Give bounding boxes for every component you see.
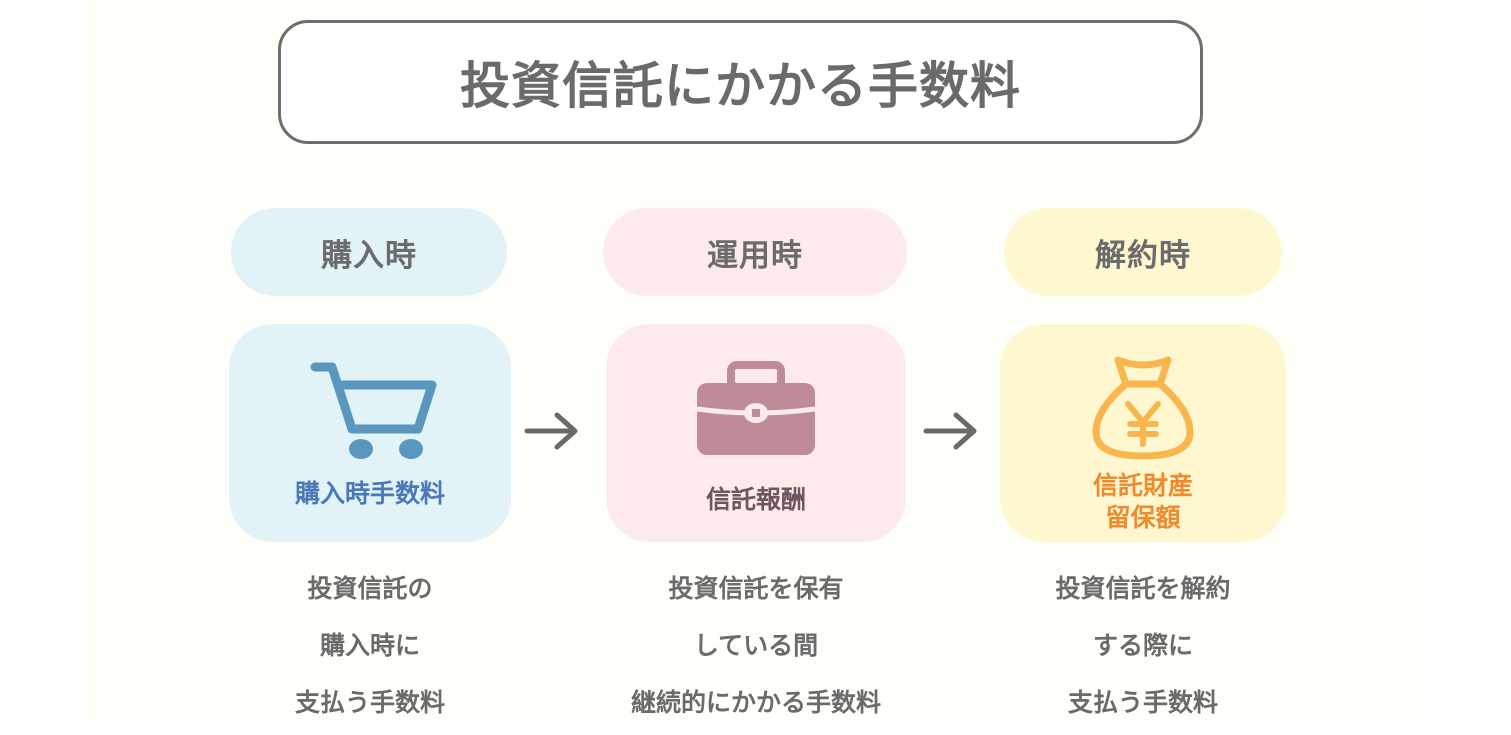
description-line: している間 <box>693 631 819 660</box>
description-line: 継続的にかかる手数料 <box>630 688 881 717</box>
description-line: 支払う手数料 <box>1067 688 1218 717</box>
description-line: 投資信託を解約 <box>1055 574 1231 603</box>
description-line: 投資信託を保有 <box>668 574 844 603</box>
shopping-cart-icon <box>300 354 440 464</box>
description-operation: 投資信託を保有 している間 継続的にかかる手数料 <box>586 560 926 731</box>
stage-label-operation: 運用時 <box>603 208 907 296</box>
description-purchase: 投資信託の 購入時に 支払う手数料 <box>229 560 511 731</box>
description-line: 購入時に <box>319 631 420 660</box>
fee-card-redemption: 信託財産 留保額 <box>1000 324 1286 542</box>
page-title: 投資信託にかかる手数料 <box>460 57 1021 115</box>
stage-label-purchase: 購入時 <box>231 208 507 296</box>
fee-name-operation: 信託報酬 <box>705 485 806 514</box>
fee-name-purchase: 購入時手数料 <box>294 479 445 508</box>
fee-card-purchase: 購入時手数料 <box>229 324 511 542</box>
fee-card-operation: 信託報酬 <box>606 324 906 542</box>
description-line: 投資信託の <box>307 574 433 603</box>
description-line: 支払う手数料 <box>294 688 445 717</box>
yen-money-bag-icon <box>1088 350 1198 464</box>
title-box: 投資信託にかかる手数料 <box>278 20 1203 144</box>
arrow-right-icon <box>523 410 581 456</box>
fee-name-line: 信託財産 <box>1092 471 1193 500</box>
fee-name-line: 留保額 <box>1105 503 1181 532</box>
fee-name-redemption: 信託財産 留保額 <box>1093 470 1193 534</box>
description-redemption: 投資信託を解約 する際に 支払う手数料 <box>1003 560 1283 731</box>
stage-label-redemption: 解約時 <box>1004 208 1282 296</box>
arrow-right-icon <box>922 410 980 456</box>
description-line: する際に <box>1092 631 1193 660</box>
briefcase-icon <box>693 354 819 464</box>
